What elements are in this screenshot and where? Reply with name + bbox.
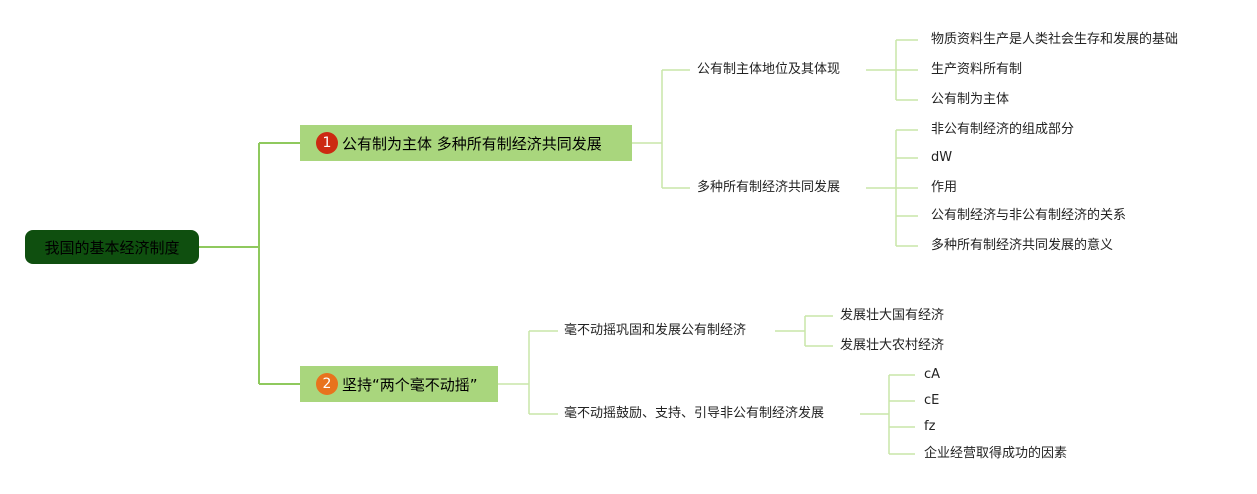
number-badge: 1 [316,132,338,154]
subtopic-node: cA [924,367,941,382]
subtopic-node: 物质资料生产是人类社会生存和发展的基础 [931,32,1179,47]
branch-node-2: 2 坚持“两个毫不动摇” [300,366,498,402]
number-badge: 2 [316,373,338,395]
subtopic-node: 公有制为主体 [931,92,1010,107]
subtopic-node: 发展壮大农村经济 [840,338,945,353]
branch-node-1: 1 公有制为主体 多种所有制经济共同发展 [300,125,632,161]
subtopic-node: dW [931,150,953,165]
root-node: 我国的基本经济制度 [25,230,199,264]
root-label: 我国的基本经济制度 [44,238,180,257]
subtopic-node: 发展壮大国有经济 [840,308,945,323]
subtopic-node: 非公有制经济的组成部分 [931,122,1075,137]
subtopic-node: 多种所有制经济共同发展的意义 [931,238,1114,253]
topic-node: 毫不动摇巩固和发展公有制经济 [564,323,747,338]
subtopic-node: 公有制经济与非公有制经济的关系 [931,208,1127,223]
subtopic-node: 企业经营取得成功的因素 [924,446,1068,461]
topic-node: 多种所有制经济共同发展 [697,180,841,195]
topic-node: 毫不动摇鼓励、支持、引导非公有制经济发展 [564,406,825,421]
branch-label: 坚持“两个毫不动摇” [342,375,478,394]
subtopic-node: fz [924,419,936,434]
subtopic-node: 作用 [931,180,958,195]
branch-label: 公有制为主体 多种所有制经济共同发展 [342,134,602,153]
subtopic-node: 生产资料所有制 [931,62,1023,77]
topic-node: 公有制主体地位及其体现 [697,62,841,77]
subtopic-node: cE [924,393,940,408]
